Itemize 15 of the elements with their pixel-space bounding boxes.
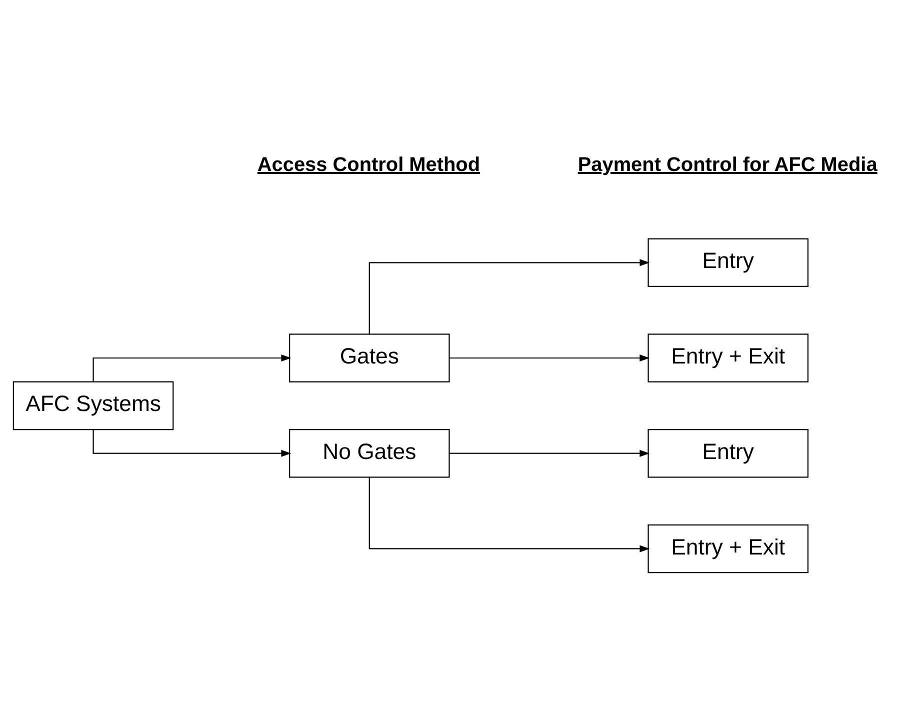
arrow	[449, 354, 650, 361]
label: Payment Control for AFC Media	[578, 154, 878, 176]
node-box: Entry + Exit	[648, 524, 808, 573]
node-box: Entry	[648, 428, 808, 478]
node-box: AFC Systems	[12, 380, 174, 430]
arrow	[92, 429, 292, 456]
arrow	[368, 476, 650, 552]
arrow	[368, 258, 650, 334]
node-box: No Gates	[289, 428, 450, 478]
node-box: Gates	[289, 333, 450, 382]
label: Access Control Method	[257, 154, 480, 176]
node-box: Entry	[648, 238, 808, 287]
node-box: Entry + Exit	[648, 333, 808, 382]
arrow	[449, 449, 650, 456]
arrow	[92, 354, 292, 382]
